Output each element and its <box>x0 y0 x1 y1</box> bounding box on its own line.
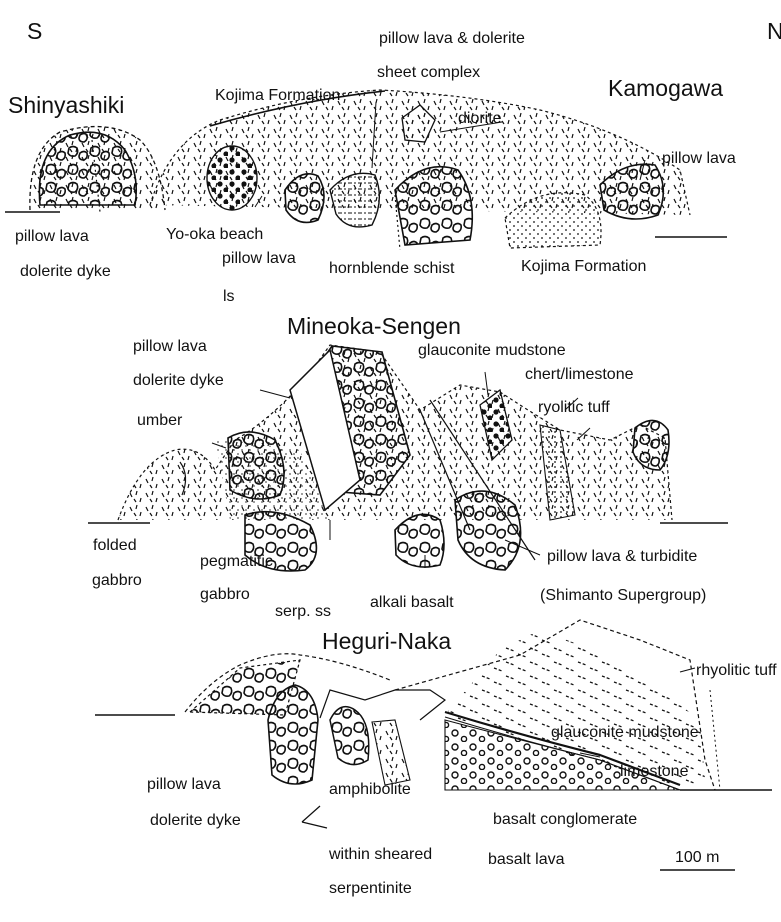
label-alkali-basalt: alkali basalt <box>370 594 454 612</box>
label-yo-oka-beach: Yo-oka beach <box>166 226 263 244</box>
label-dolerite-dyke-1: dolerite dyke <box>20 263 111 281</box>
section-1-title-2: Kamogawa <box>608 75 723 101</box>
label-basalt-lava: basalt lava <box>488 851 565 869</box>
label-glauconite-mudstone-2: glauconite mudstone <box>418 342 566 360</box>
section-2-title: Mineoka-Sengen <box>287 313 461 339</box>
label-limestone: limestone <box>620 763 688 781</box>
label-ls: ls <box>223 288 235 306</box>
label-pillow-lava-3: pillow lava <box>147 776 221 794</box>
label-umber: umber <box>137 412 182 430</box>
label-amphibolite: amphibolite <box>329 781 411 799</box>
label-folded: folded <box>93 537 137 555</box>
label-dolerite-dyke-3: dolerite dyke <box>150 812 241 830</box>
label-diorite: diorite <box>458 110 502 128</box>
label-pegmatitic: pegmatitic <box>200 553 273 571</box>
label-pillow-lava-2: pillow lava <box>133 338 207 356</box>
label-gabbro-2: gabbro <box>200 586 250 604</box>
label-pillow-lava-turbidite: pillow lava & turbidite <box>547 548 697 566</box>
label-rhyolitic-tuff: rhyolitic tuff <box>696 662 777 680</box>
label-gabbro: gabbro <box>92 572 142 590</box>
scale-bar-label: 100 m <box>675 849 719 867</box>
label-serp-ss: serp. ss <box>275 603 331 621</box>
label-shimanto-supergroup: (Shimanto Supergroup) <box>540 587 706 605</box>
label-pillow-lava-right: pillow lava <box>662 150 736 168</box>
label-hornblende-schist: hornblende schist <box>329 260 454 278</box>
label-ryolitic-tuff: ryolitic tuff <box>538 399 610 417</box>
section-3-sketch <box>95 620 772 870</box>
label-within-sheared: within sheared <box>329 846 432 864</box>
south-label: S <box>27 18 42 44</box>
label-pillow-lava-center: pillow lava <box>222 250 296 268</box>
label-kojima-formation-bottom: Kojima Formation <box>521 258 646 276</box>
label-sheet-complex: sheet complex <box>377 64 480 82</box>
label-glauconite-mudstone-3: glauconite mudstone <box>551 724 699 742</box>
label-kojima-formation-top: Kojima Formation <box>215 87 340 105</box>
label-chert-limestone: chert/limestone <box>525 366 634 384</box>
section-1-title: Shinyashiki <box>8 92 124 118</box>
label-dolerite-dyke-2: dolerite dyke <box>133 372 224 390</box>
section-3-title: Heguri-Naka <box>322 628 451 654</box>
label-pillow-lava-dolerite: pillow lava & dolerite <box>379 30 525 48</box>
label-pillow-lava-left: pillow lava <box>15 228 89 246</box>
label-serpentinite: serpentinite <box>329 880 412 898</box>
label-basalt-conglomerate: basalt conglomerate <box>493 811 637 829</box>
north-label: N <box>767 18 781 44</box>
